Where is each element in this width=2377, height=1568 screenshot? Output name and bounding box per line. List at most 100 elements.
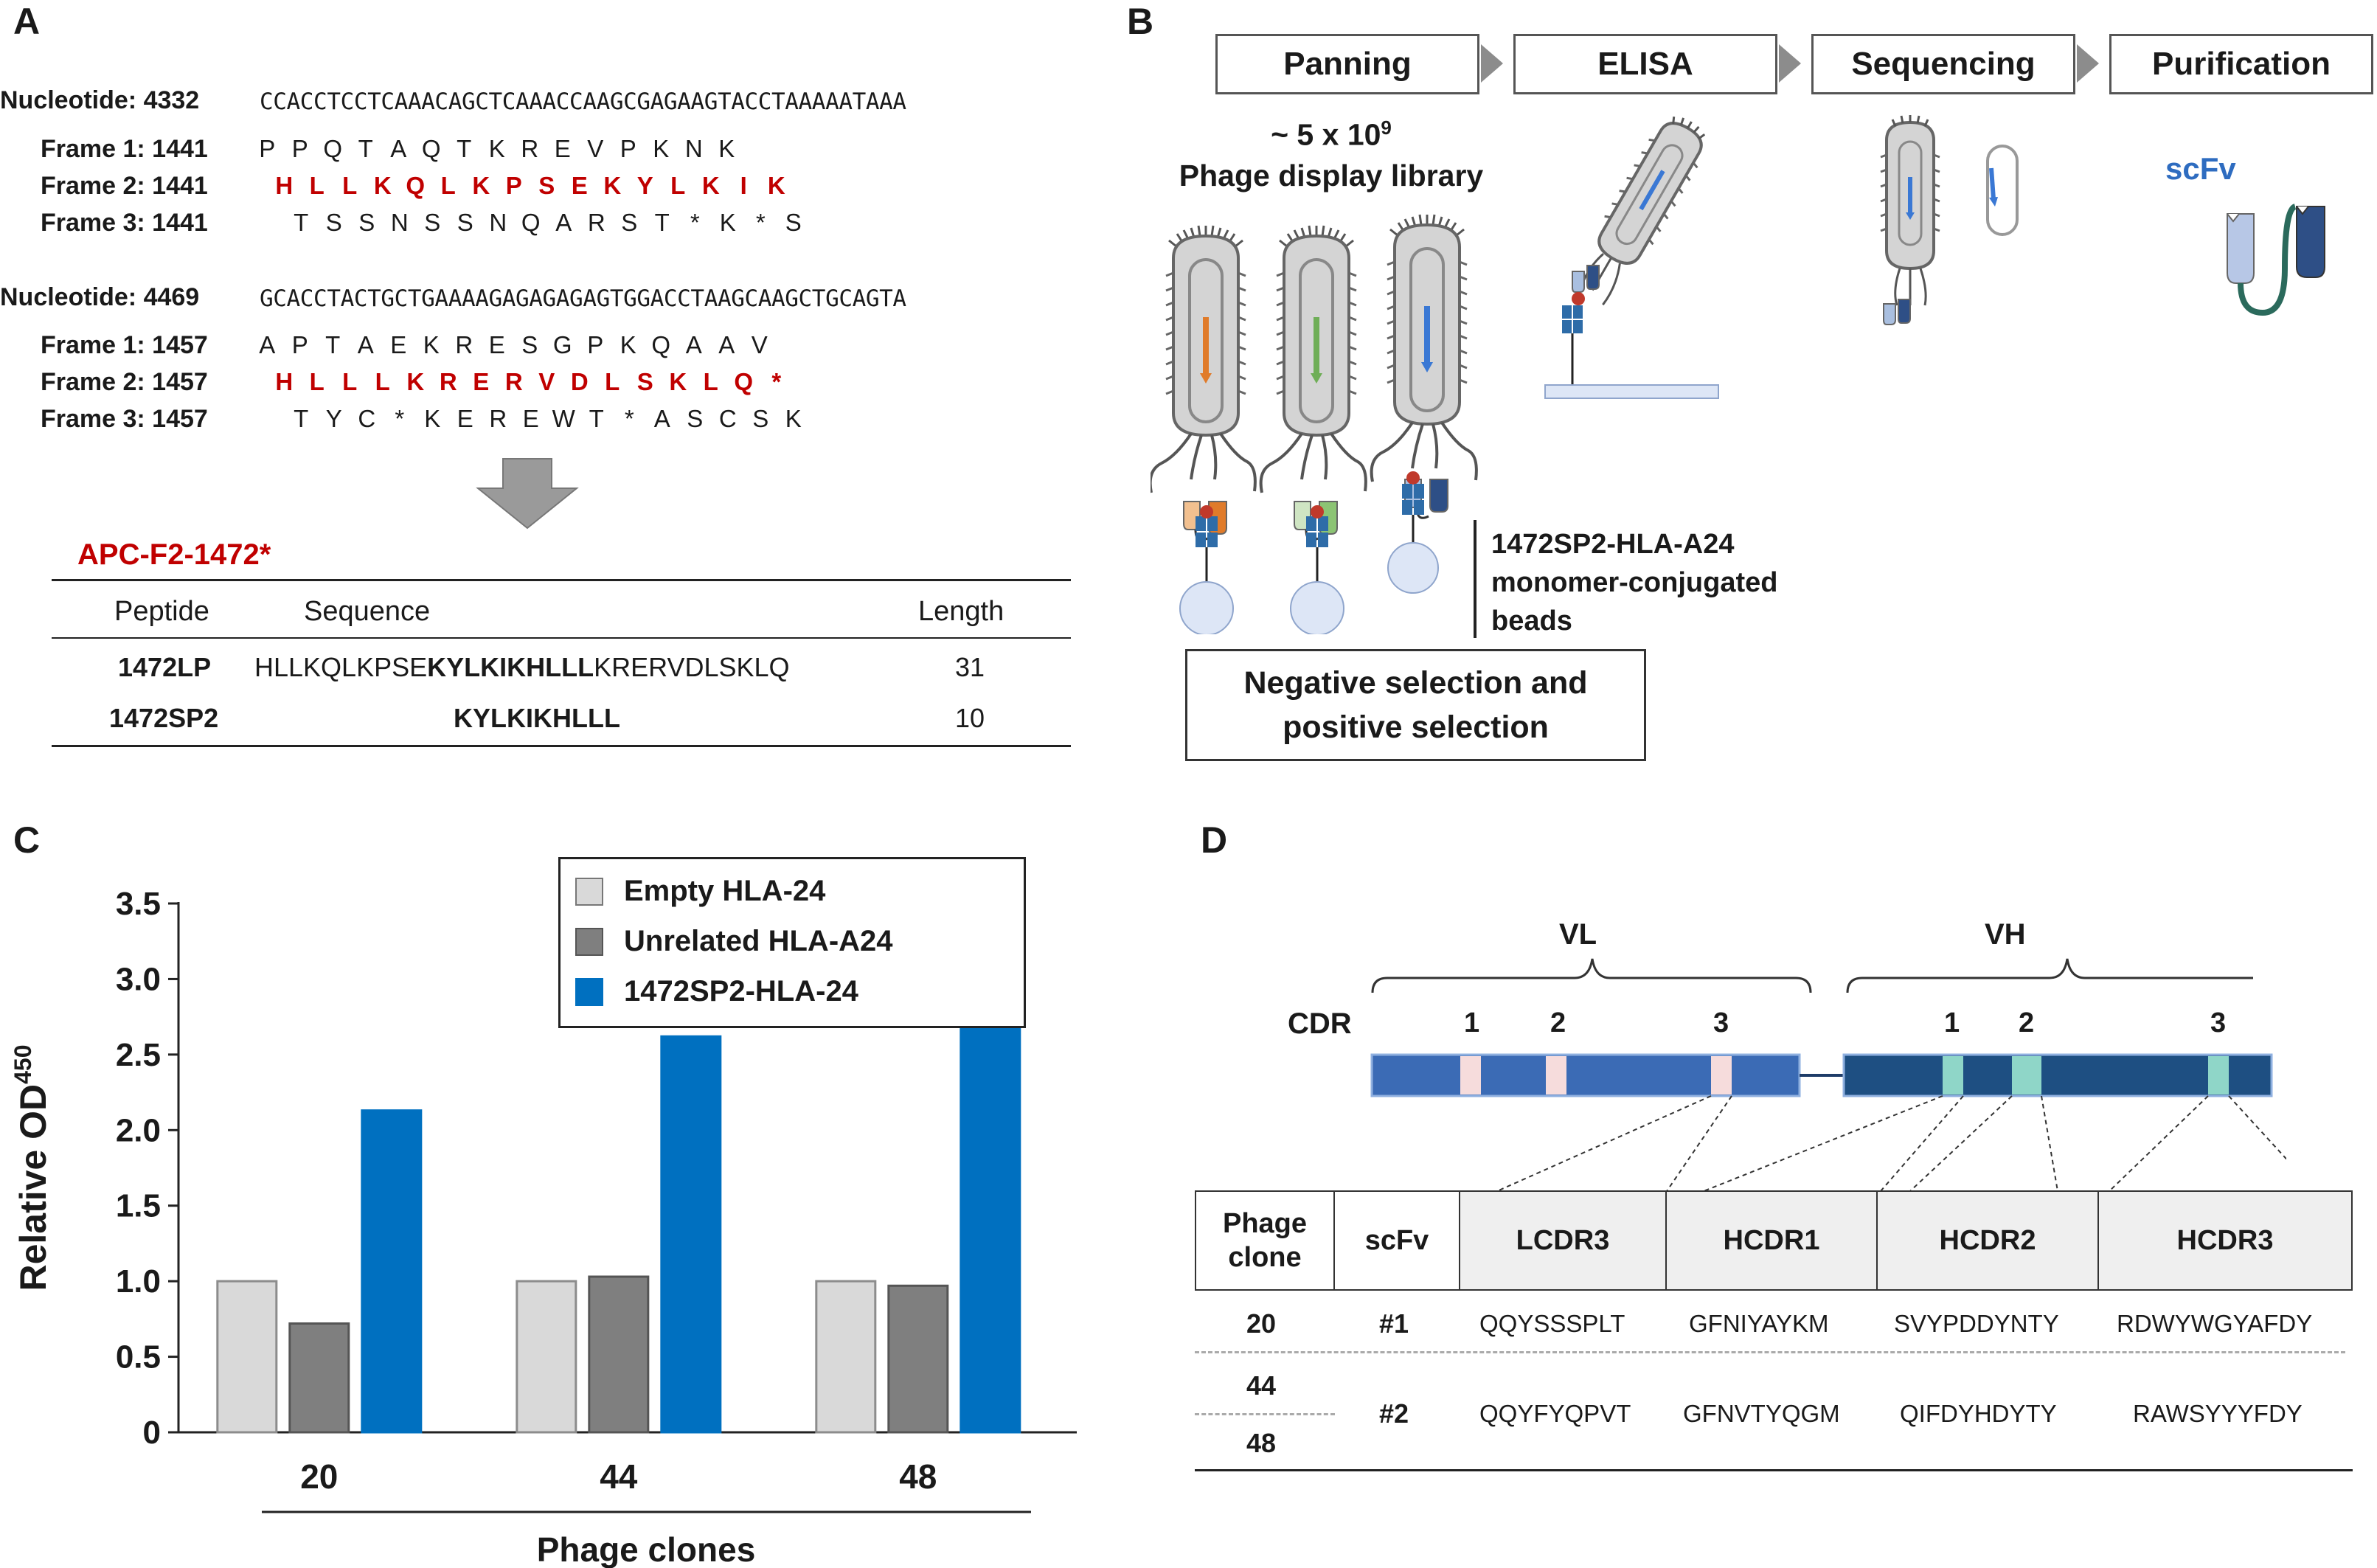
frame3-residue: S bbox=[325, 209, 342, 236]
frame2-head-1: Frame 2: 1441 bbox=[41, 172, 208, 200]
frame3-residue: S bbox=[785, 209, 802, 236]
bar-20-series-2 bbox=[288, 1322, 350, 1434]
bar-20-series-1 bbox=[216, 1280, 278, 1434]
row2-hcdr3: RAWSYYYFDY bbox=[2133, 1400, 2303, 1427]
frame1-residue: A bbox=[259, 331, 276, 358]
peptide-table-title: APC-F2-1472* bbox=[77, 538, 271, 571]
frame2-residue: L bbox=[342, 368, 358, 395]
bar-48-series-2 bbox=[887, 1284, 949, 1434]
flow-arrow-icon bbox=[1779, 44, 1801, 83]
header-lcdr3: LCDR3 bbox=[1459, 1190, 1667, 1291]
bar-44-series-1 bbox=[516, 1280, 577, 1434]
frame2-residue: L bbox=[342, 172, 358, 199]
frame1-residue: Q bbox=[421, 135, 441, 162]
bar-44-series-2 bbox=[588, 1275, 650, 1434]
bar-20-series-3 bbox=[361, 1109, 423, 1434]
frame3-residue: K bbox=[424, 405, 441, 432]
frame2-residue: R bbox=[504, 368, 523, 395]
frame2-residue: D bbox=[570, 368, 589, 395]
row-divider bbox=[1195, 1351, 2345, 1353]
down-arrow-icon bbox=[476, 458, 579, 530]
frame1-residue: P bbox=[291, 331, 308, 358]
domain-braces bbox=[1371, 958, 2253, 993]
legend-swatch-unrelated bbox=[575, 928, 603, 956]
frame2-residue: K bbox=[701, 172, 720, 199]
frame3-head-2: Frame 3: 1457 bbox=[41, 405, 208, 433]
table-top-rule bbox=[52, 579, 1071, 581]
frame2-residue: Q bbox=[734, 368, 754, 395]
peptide-1472lp: 1472LP bbox=[118, 652, 212, 682]
y-tick-label: 0.5 bbox=[116, 1339, 161, 1376]
vl-label: VL bbox=[1559, 918, 1597, 951]
frame2-residue: R bbox=[439, 368, 457, 395]
panel-b-label: B bbox=[1127, 1, 1154, 42]
bar-48-series-1 bbox=[815, 1280, 877, 1434]
frame2-residue: I bbox=[740, 172, 747, 199]
frame1-head-2: Frame 1: 1457 bbox=[41, 331, 208, 359]
frame3-residue: T bbox=[589, 405, 604, 432]
row1-hcdr3: RDWYWGYAFDY bbox=[2117, 1310, 2313, 1337]
frame3-residue: C bbox=[358, 405, 376, 432]
header-phage-clone: Phage clone bbox=[1195, 1190, 1335, 1291]
frame1-residue: S bbox=[521, 331, 538, 358]
y-tick-label: 2.5 bbox=[116, 1037, 161, 1073]
col-header-peptide: Peptide bbox=[114, 596, 209, 627]
row1-lcdr3: QQYSSSPLT bbox=[1479, 1310, 1625, 1337]
frame1-head-1: Frame 1: 1441 bbox=[41, 135, 208, 163]
frame3-residue: * bbox=[755, 209, 766, 236]
frame3-residue: E bbox=[522, 405, 539, 432]
y-tick-label: 3.5 bbox=[116, 886, 161, 922]
frame1-residue: E bbox=[488, 331, 505, 358]
frame2-residue: K bbox=[373, 172, 392, 199]
row2-clone-a: 44 bbox=[1246, 1370, 1277, 1401]
table-bottom-rule-d bbox=[1195, 1469, 2353, 1471]
frame3-residue: T bbox=[294, 209, 309, 236]
frame2-residue: E bbox=[571, 172, 588, 199]
frame2-residue: Q bbox=[406, 172, 426, 199]
row2-clone-b: 48 bbox=[1246, 1428, 1277, 1458]
legend-swatch-1472sp2 bbox=[575, 978, 603, 1006]
length-1472lp: 31 bbox=[955, 652, 985, 682]
elisa-phage-illustration bbox=[1544, 117, 1719, 399]
frame3-residue: Y bbox=[325, 405, 342, 432]
library-size: ~ 5 x 109 bbox=[1271, 117, 1392, 152]
frame3-residue: K bbox=[719, 209, 736, 236]
frame1-residue: A bbox=[685, 331, 702, 358]
library-label: Phage display library bbox=[1179, 159, 1484, 192]
frame3-residue: W bbox=[552, 405, 575, 432]
frame1-residue: K bbox=[620, 331, 636, 358]
frame3-residue: C bbox=[718, 405, 737, 432]
frame3-residue: S bbox=[621, 209, 638, 236]
frame2-head-2: Frame 2: 1457 bbox=[41, 368, 208, 396]
col-header-sequence: Sequence bbox=[304, 596, 431, 627]
row1-clone: 20 bbox=[1246, 1308, 1277, 1339]
sequence-1472lp: HLLKQLKPSEKYLKIKHLLLKRERVDLSKLQ bbox=[254, 652, 790, 682]
peptide-1472sp2: 1472SP2 bbox=[109, 703, 219, 733]
frame2-residue: L bbox=[605, 368, 620, 395]
frame1-residue: T bbox=[457, 135, 472, 162]
frame2-residue: L bbox=[440, 172, 456, 199]
frame3-residue: S bbox=[457, 209, 473, 236]
frame1-residue: R bbox=[521, 135, 539, 162]
frame1-residue: Q bbox=[651, 331, 671, 358]
y-tick-label: 1.0 bbox=[116, 1263, 161, 1300]
frame1-residue: T bbox=[358, 135, 373, 162]
frame1-residue: T bbox=[325, 331, 341, 358]
vl-cdr1-number: 1 bbox=[1464, 1007, 1480, 1038]
vl-cdr2-number: 2 bbox=[1550, 1007, 1566, 1038]
legend-label-empty: Empty HLA-24 bbox=[624, 875, 826, 907]
frame2-residue: K bbox=[767, 172, 785, 199]
header-scfv: scFv bbox=[1333, 1190, 1460, 1291]
flow-arrow-icon bbox=[2077, 44, 2099, 83]
bar-44-series-3 bbox=[660, 1035, 722, 1434]
frame3-residue: T bbox=[654, 209, 670, 236]
flow-arrow-icon bbox=[1481, 44, 1503, 83]
nucleotide-seq-1: CCACCTCCTCAAACAGCTCAAACCAAGCGAGAAGTACCTA… bbox=[260, 89, 906, 115]
frame2-residue: L bbox=[309, 368, 325, 395]
